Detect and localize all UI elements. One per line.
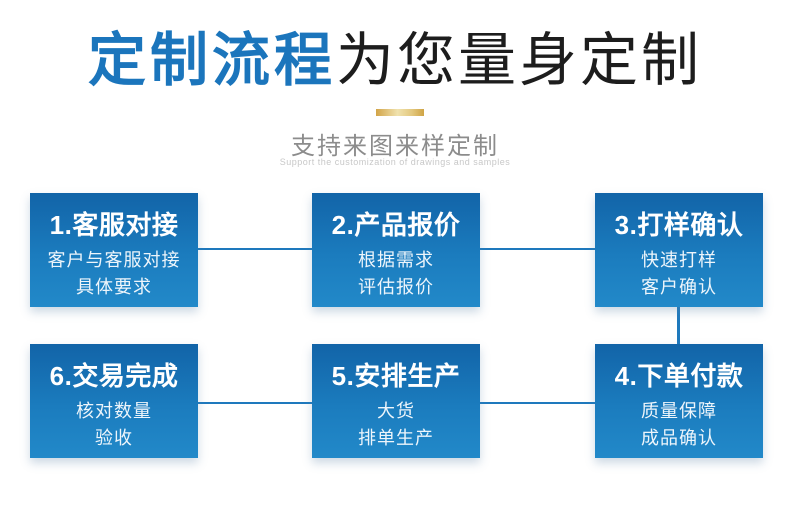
step-desc-line: 核对数量 [76,401,152,421]
step-title: 3.打样确认 [614,210,744,240]
step-title: 5.安排生产 [331,361,461,391]
step-desc-line: 客户确认 [641,277,717,297]
step-desc-line: 根据需求 [358,250,434,270]
step-box-3-sample-confirm: 3.打样确认 快速打样 客户确认 [595,193,763,307]
connector-step1-step2 [198,248,312,250]
step-desc-line: 快速打样 [641,250,717,270]
subtitle: 支持来图来样定制 [291,133,499,160]
page-title-rest: 为您量身定制 [336,28,703,93]
connector-step3-step4 [677,307,680,345]
step-box-6-deal-complete: 6.交易完成 核对数量 验收 [30,344,198,458]
step-title: 4.下单付款 [614,361,744,391]
connector-step4-step5 [480,402,595,404]
step-box-4-order-payment: 4.下单付款 质量保障 成品确认 [595,344,763,458]
page-title-highlight: 定制流程 [88,28,337,93]
step-title: 2.产品报价 [331,210,461,240]
step-box-2-product-quote: 2.产品报价 根据需求 评估报价 [312,193,480,307]
step-desc-line: 验收 [95,428,133,448]
step-desc-line: 客户与客服对接 [47,250,181,270]
step-desc-line: 排单生产 [358,428,434,448]
connector-step5-step6 [198,402,312,404]
step-desc-line: 评估报价 [358,277,434,297]
step-desc-line: 质量保障 [641,401,717,421]
step-desc-line: 大货 [377,401,415,421]
step-title: 6.交易完成 [49,361,179,391]
subtitle-english: Support the customization of drawings an… [279,157,511,167]
step-box-1-customer-service: 1.客服对接 客户与客服对接 具体要求 [30,193,198,307]
page-title: 定制流程为您量身定制 [88,30,702,92]
step-box-5-arrange-production: 5.安排生产 大货 排单生产 [312,344,480,458]
gold-divider [376,109,424,116]
step-desc-line: 具体要求 [76,277,152,297]
step-desc-line: 成品确认 [641,428,717,448]
connector-step2-step3 [480,248,595,250]
step-title: 1.客服对接 [49,210,179,240]
